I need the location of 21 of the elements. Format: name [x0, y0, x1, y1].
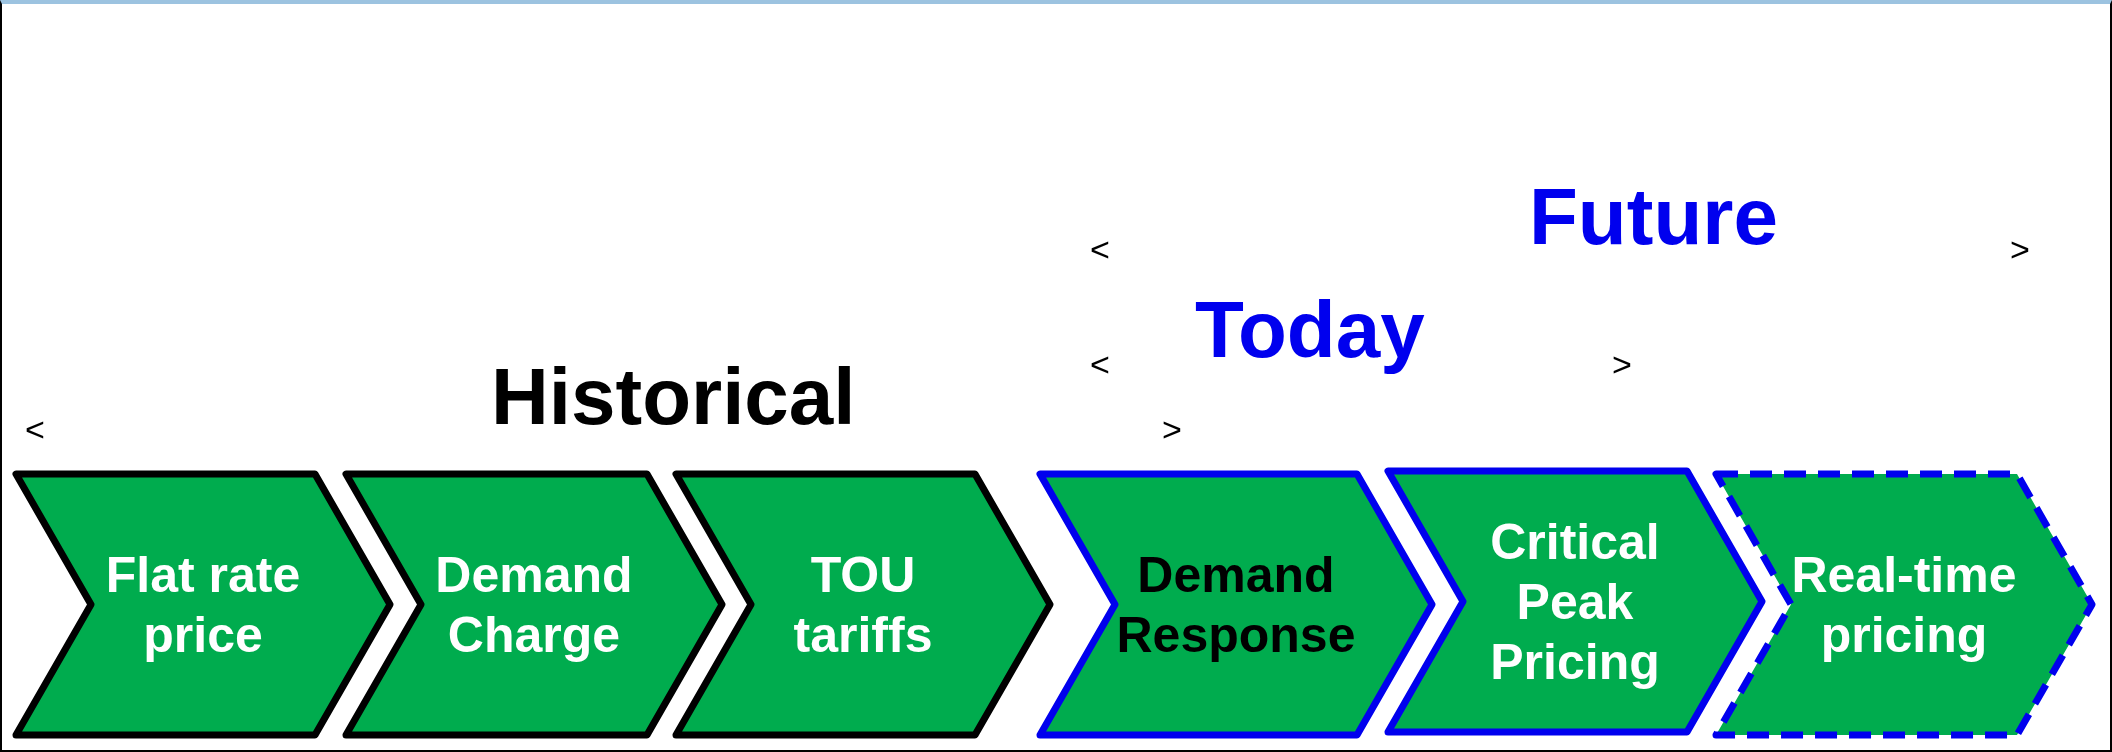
chevron-step — [1037, 471, 1435, 738]
step-label: Demand Charge — [434, 545, 634, 665]
range-marker: < — [1090, 230, 1110, 269]
range-marker: > — [2010, 230, 2030, 269]
period-heading: Future — [1529, 172, 1778, 262]
range-marker: > — [1612, 345, 1632, 384]
chevron-step — [1385, 468, 1765, 735]
range-marker: < — [1090, 345, 1110, 384]
period-heading: Historical — [491, 352, 856, 442]
chevron-step — [1713, 471, 2095, 738]
step-label: Demand Response — [1115, 545, 1357, 665]
range-marker: < — [25, 410, 45, 449]
step-label: TOU tariffs — [792, 545, 934, 665]
chevron-step — [13, 471, 393, 738]
step-label: Real-time pricing — [1790, 545, 2018, 665]
chevron-step — [673, 471, 1053, 738]
step-label: Flat rate price — [104, 545, 302, 665]
period-heading: Today — [1195, 285, 1425, 375]
step-label: Critical Peak Pricing — [1489, 512, 1661, 692]
range-marker: > — [1162, 410, 1182, 449]
chevron-step — [343, 471, 725, 738]
